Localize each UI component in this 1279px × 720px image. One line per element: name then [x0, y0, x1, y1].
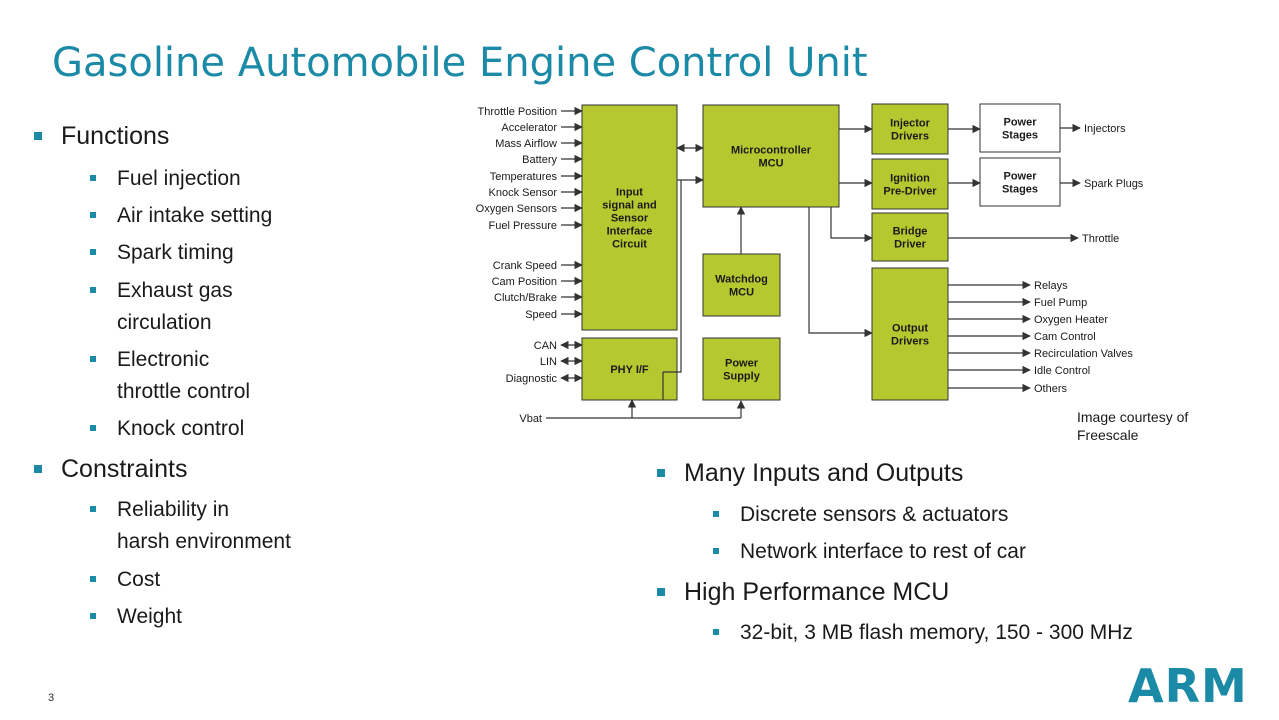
block-ignition-predriver-label-0: Ignition — [890, 173, 930, 185]
block-ignition-predriver — [871, 158, 949, 210]
output-throttle: Throttle — [1082, 233, 1119, 245]
bullet-weight: Weight — [90, 601, 182, 633]
block-input-interface-label-4: Circuit — [612, 239, 647, 251]
bullet-discrete-sensors: Discrete sensors & actuators — [712, 499, 1008, 531]
input2-label-3: Speed — [525, 309, 557, 321]
bullet-mcu-specs: 32-bit, 3 MB flash memory, 150 - 300 MHz — [713, 617, 1133, 649]
slide-title: Gasoline Automobile Engine Control Unit — [52, 40, 868, 86]
link-mcu-output — [808, 207, 873, 338]
block-watchdog-label-1: MCU — [729, 287, 754, 299]
block-power-supply-label-0: Power — [725, 358, 759, 370]
block-output-drivers-label-1: Drivers — [891, 336, 929, 348]
input-label-5: Knock Sensor — [489, 187, 558, 199]
block-input-interface-label-0: Input — [616, 187, 643, 199]
block-power-stages-2 — [979, 157, 1061, 207]
bullet-exhaust-gas: Exhaust gas circulation — [90, 275, 233, 339]
bullet-network-interface: Network interface to rest of car — [713, 536, 1026, 568]
vbat-label: Vbat — [519, 413, 542, 425]
bullet-knock-control: Knock control — [89, 413, 244, 445]
input2-label-2: Clutch/Brake — [494, 292, 557, 304]
block-injector-drivers — [871, 103, 949, 155]
network-label-2: Diagnostic — [506, 373, 558, 385]
block-watchdog — [702, 253, 781, 317]
block-output-drivers — [871, 267, 949, 401]
driver-output-2: Oxygen Heater — [1034, 314, 1108, 326]
input-label-3: Battery — [522, 154, 557, 166]
block-power-stages-2-label-0: Power — [1003, 171, 1037, 183]
bullet-fuel-injection: Fuel injection — [90, 163, 241, 195]
block-ignition-predriver-label-1: Pre-Driver — [883, 186, 937, 198]
driver-output-1: Fuel Pump — [1034, 297, 1087, 309]
input2-label-0: Crank Speed — [493, 260, 557, 272]
bullet-air-intake: Air intake setting — [89, 200, 272, 232]
block-power-supply-label-1: Supply — [723, 371, 761, 383]
slide-number: 3 — [48, 692, 55, 704]
block-injector-drivers-label-1: Drivers — [891, 131, 929, 143]
block-injector-drivers-label-0: Injector — [890, 118, 930, 130]
link-mcu-bridge — [830, 207, 873, 243]
input-label-2: Mass Airflow — [495, 138, 557, 150]
output-spark-plugs: Spark Plugs — [1084, 178, 1144, 190]
network-label-1: LIN — [540, 356, 557, 368]
bullet-electronic-throttle: Electronic throttle control — [89, 344, 250, 408]
driver-output-3: Cam Control — [1034, 331, 1096, 343]
bullet-cost: Cost — [89, 564, 160, 596]
block-power-supply — [702, 337, 781, 401]
bullet-reliability: Reliability in harsh environment — [90, 494, 291, 558]
bullet-high-perf-mcu: High Performance MCU — [656, 578, 950, 606]
driver-output-5: Idle Control — [1034, 365, 1090, 377]
bullet-spark-timing: Spark timing — [90, 237, 234, 269]
link-phy-route — [677, 180, 682, 373]
block-input-interface — [581, 104, 678, 331]
input-label-4: Temperatures — [490, 171, 558, 183]
block-bridge-driver-label-0: Bridge — [893, 226, 928, 238]
network-label-0: CAN — [534, 340, 557, 352]
driver-output-4: Recirculation Valves — [1034, 348, 1133, 360]
block-watchdog-label-0: Watchdog — [715, 274, 768, 286]
block-microcontroller-label-1: MCU — [758, 158, 783, 170]
bullet-many-io: Many Inputs and Outputs — [656, 459, 964, 487]
block-microcontroller — [702, 104, 840, 208]
image-courtesy-note: Image courtesy of Freescale — [1077, 409, 1189, 443]
input-label-6: Oxygen Sensors — [476, 203, 558, 215]
driver-output-0: Relays — [1034, 280, 1068, 292]
block-input-interface-label-1: signal and — [602, 200, 656, 212]
bullet-constraints: Constraints — [33, 455, 188, 483]
input-label-0: Throttle Position — [478, 106, 557, 118]
block-input-interface-label-3: Interface — [607, 226, 653, 238]
block-power-stages-1-label-1: Stages — [1002, 130, 1038, 142]
arm-logo: ARM — [1128, 659, 1248, 713]
block-microcontroller-label-0: Microcontroller — [731, 145, 812, 157]
block-phy-if — [581, 337, 678, 401]
block-phy-if-label-0: PHY I/F — [610, 364, 649, 376]
bullet-functions: Functions — [33, 122, 170, 150]
block-input-interface-label-2: Sensor — [611, 213, 649, 225]
block-output-drivers-label-0: Output — [892, 323, 928, 335]
block-bridge-driver-label-1: Driver — [894, 239, 927, 251]
driver-output-6: Others — [1034, 383, 1068, 395]
input-label-1: Accelerator — [501, 122, 557, 134]
block-power-stages-2-label-1: Stages — [1002, 184, 1038, 196]
input2-label-1: Cam Position — [492, 276, 557, 288]
block-power-stages-1 — [979, 103, 1061, 153]
output-injectors: Injectors — [1084, 123, 1126, 135]
block-power-stages-1-label-0: Power — [1003, 117, 1037, 129]
input-label-7: Fuel Pressure — [489, 220, 557, 232]
